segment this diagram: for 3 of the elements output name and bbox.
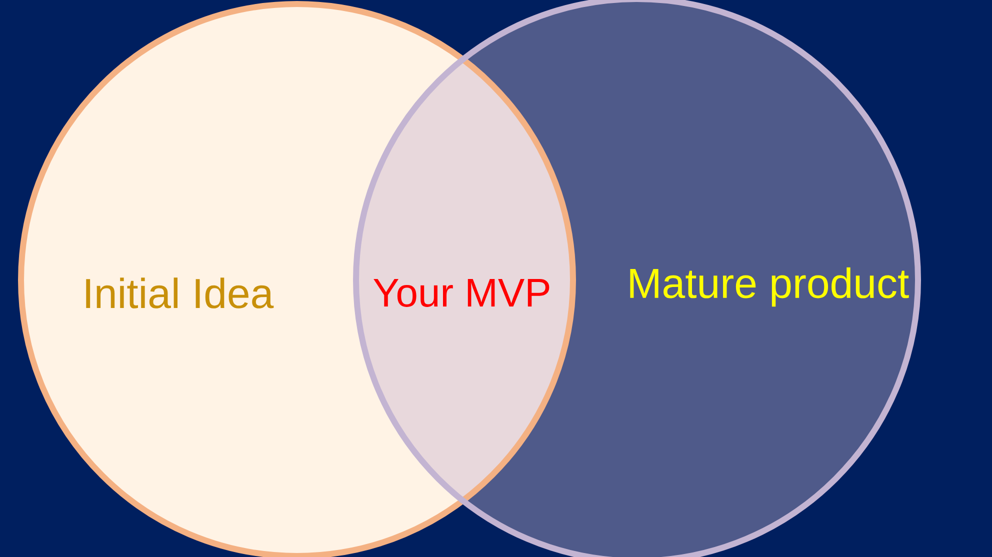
overlap-label: Your MVP: [374, 279, 550, 307]
circle-label: Initial Idea: [86, 278, 274, 308]
circle-label: Mature product: [630, 267, 909, 307]
